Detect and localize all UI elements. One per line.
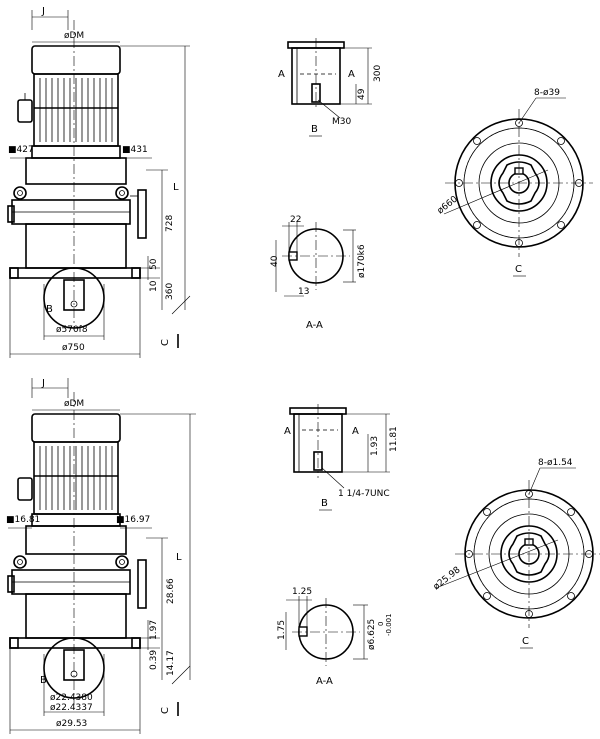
imperial-tol-dn: -0.001 [385, 613, 393, 636]
metric-shaft-view-b: A A 300 49 M30 B [278, 38, 383, 137]
metric-h360: 360 [165, 283, 175, 300]
metric-j-label: J [41, 6, 45, 17]
imperial-pcd: ø25.98 [432, 565, 463, 592]
metric-h50: 50 [149, 258, 159, 270]
metric-h728: 728 [165, 215, 175, 232]
imperial-c-caption: C [522, 636, 529, 647]
imperial-j-label: J [41, 378, 45, 389]
metric-key-section: 22 40 ø170k6 13 A-A [270, 215, 367, 331]
imperial-h193: 1.93 [370, 436, 380, 456]
metric-shaft-fit: ø570f8 [56, 325, 88, 335]
metric-b-view: B [311, 124, 318, 135]
metric-motor-view: J øDM ■427 ■431 [7, 6, 191, 358]
imperial-holes: 8-ø1.54 [538, 458, 573, 468]
imperial-tol-up: 0 [377, 622, 385, 626]
metric-w13: 13 [298, 287, 309, 297]
metric-c-caption: C [515, 264, 522, 275]
imperial-shaft-view-b: A A 11.81 1.93 1 1/4-7UNC B [284, 404, 399, 511]
imperial-b-label: B [40, 675, 47, 686]
metric-h300: 300 [373, 65, 383, 82]
metric-h10: 10 [149, 280, 159, 292]
imperial-thread: 1 1/4-7UNC [338, 489, 390, 499]
metric-w-left: ■427 [8, 145, 34, 155]
metric-flange-view-c: 8-ø39 ø660 C [436, 88, 593, 277]
metric-b-label: B [46, 304, 53, 315]
imperial-shaft-fit1: ø22.4380 [50, 693, 93, 703]
metric-holes: 8-ø39 [534, 88, 560, 98]
metric-base-dia: ø750 [62, 343, 85, 353]
imperial-shaft-fit2: ø22.4337 [50, 703, 93, 713]
imperial-b-view: B [321, 498, 328, 509]
imperial-key-section: 1.25 1.75 ø6.625 0 -0.001 A-A [277, 587, 393, 687]
imperial-motor-view: J øDM ■16.81 ■16.97 B L 28 [6, 378, 196, 734]
metric-a-left: A [278, 69, 285, 80]
metric-w-right: ■431 [122, 145, 148, 155]
imperial-h175: 1.75 [277, 620, 287, 640]
imperial-w-left: ■16.81 [6, 515, 40, 525]
imperial-w125: 1.25 [292, 587, 312, 597]
metric-a-right: A [348, 69, 355, 80]
imperial-flange-view-c: 8-ø1.54 ø25.98 C [432, 458, 600, 649]
metric-h49: 49 [357, 88, 367, 100]
imperial-h2866: 28.66 [166, 578, 176, 604]
imperial-l-label: L [176, 552, 182, 563]
metric-h40: 40 [270, 255, 280, 267]
metric-c-label: C [160, 339, 171, 346]
imperial-a-right: A [352, 426, 359, 437]
imperial-h1417: 14.17 [166, 650, 176, 676]
imperial-aa-caption: A-A [316, 676, 333, 687]
imperial-dm-label: øDM [64, 399, 84, 409]
metric-l-label: L [173, 182, 179, 193]
imperial-dia: ø6.625 [367, 619, 377, 650]
imperial-c-label: C [160, 707, 171, 714]
metric-dm-label: øDM [64, 31, 84, 41]
metric-aa-caption: A-A [306, 320, 323, 331]
metric-dia: ø170k6 [357, 244, 367, 278]
imperial-w-right: ■16.97 [116, 515, 150, 525]
imperial-h197: 1.97 [149, 620, 159, 640]
imperial-h1181: 11.81 [389, 426, 399, 452]
imperial-h039: 0.39 [149, 650, 159, 670]
imperial-a-left: A [284, 426, 291, 437]
metric-thread: M30 [332, 117, 351, 127]
imperial-base-dia: ø29.53 [56, 719, 87, 729]
metric-w22: 22 [290, 215, 301, 225]
